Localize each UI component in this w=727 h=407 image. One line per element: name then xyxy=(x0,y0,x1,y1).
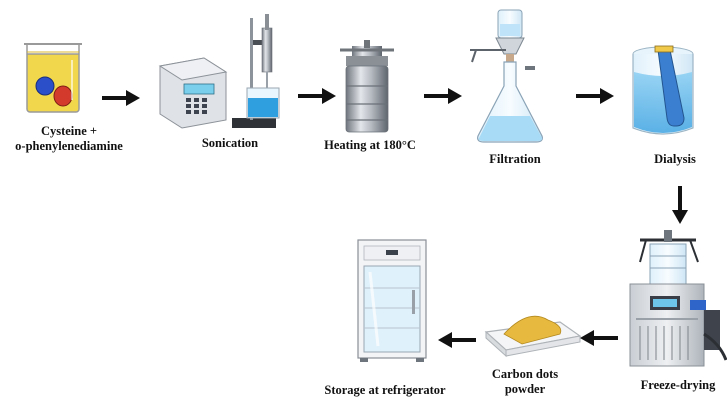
arrow-6-left xyxy=(580,330,618,346)
arrow-4 xyxy=(576,88,614,104)
caption-carbon-dots-line1: Carbon dots xyxy=(491,367,559,381)
caption-storage: Storage at refrigerator xyxy=(324,383,446,397)
freeze-dryer-icon xyxy=(629,230,727,367)
dialysis-tank-icon xyxy=(632,45,694,135)
sonicator-icon xyxy=(158,14,280,129)
caption-cysteine: Cysteine + o-phenylenediamine xyxy=(4,124,134,154)
caption-carbon-dots-line2: powder xyxy=(504,382,546,396)
caption-heating: Heating at 180°C xyxy=(324,138,416,152)
caption-cysteine-line2: o-phenylenediamine xyxy=(15,139,123,153)
filter-flask-icon xyxy=(470,9,543,143)
arrow-3 xyxy=(424,88,462,104)
arrow-2 xyxy=(298,88,336,104)
arrow-5-down xyxy=(672,186,688,224)
refrigerator-icon xyxy=(357,239,427,362)
caption-dialysis: Dialysis xyxy=(654,152,696,166)
autoclave-icon xyxy=(340,40,394,133)
arrow-1 xyxy=(102,90,140,106)
caption-filtration: Filtration xyxy=(489,152,541,166)
beaker-icon xyxy=(24,43,82,113)
caption-sonication: Sonication xyxy=(201,136,259,150)
caption-freeze-drying: Freeze-drying xyxy=(640,378,716,392)
arrow-7-left xyxy=(438,332,476,348)
powder-tray-icon xyxy=(484,315,582,358)
caption-cysteine-line1: Cysteine + xyxy=(40,124,98,138)
caption-carbon-dots: Carbon dots powder xyxy=(480,367,570,397)
